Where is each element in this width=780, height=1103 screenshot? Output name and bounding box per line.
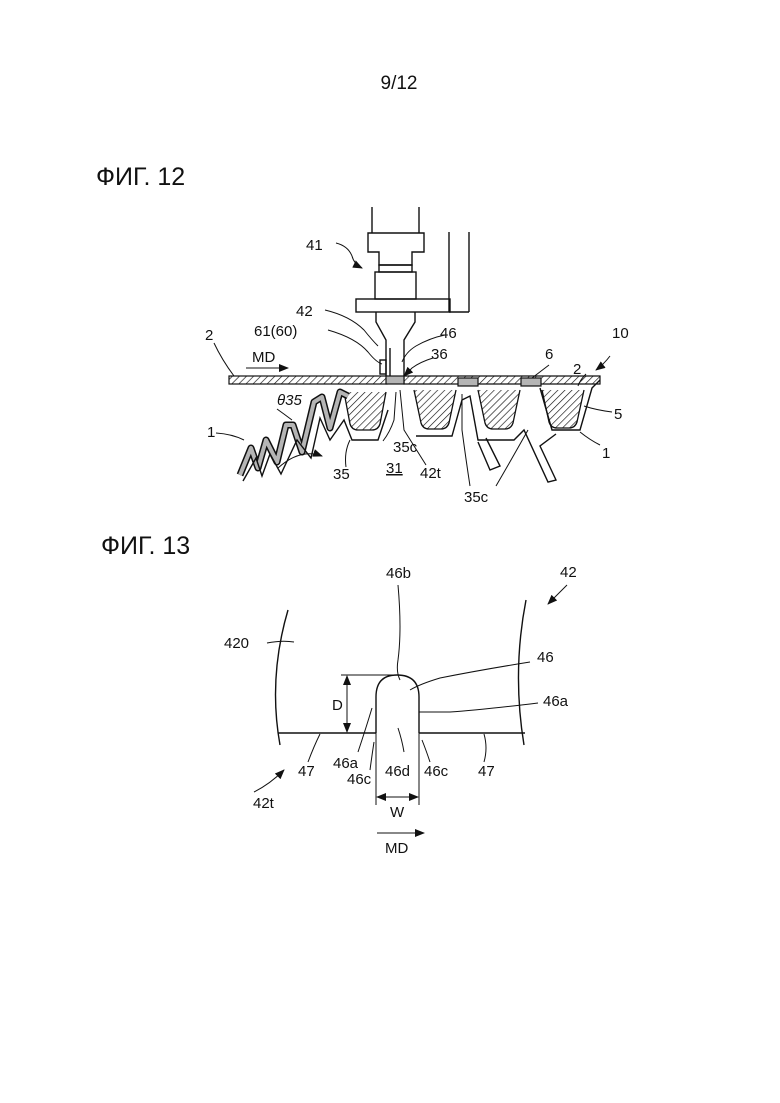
label-46c-right: 46c: [424, 763, 449, 780]
label-theta35: θ35: [277, 392, 302, 409]
label-46: 46: [537, 649, 554, 666]
label-42: 42: [296, 303, 313, 320]
top-sheet: [229, 376, 600, 386]
label-42t: 42t: [253, 795, 275, 812]
label-6: 6: [545, 346, 553, 363]
figure-12: ФИГ. 12: [96, 163, 629, 506]
label-35c-b: 35c: [464, 489, 489, 506]
label-46d: 46d: [385, 763, 410, 780]
label-1-right: 1: [602, 445, 610, 462]
figure-12-title: ФИГ. 12: [96, 163, 185, 191]
figure-13-title: ФИГ. 13: [101, 532, 190, 560]
label-2-right: 2: [573, 361, 581, 378]
label-46: 46: [440, 325, 457, 342]
label-46a-right: 46a: [543, 693, 569, 710]
label-41: 41: [306, 237, 323, 254]
label-47-left: 47: [298, 763, 315, 780]
label-46b: 46b: [386, 565, 411, 582]
label-10: 10: [612, 325, 629, 342]
page-number: 9/12: [381, 73, 418, 94]
label-47-right: 47: [478, 763, 495, 780]
label-420: 420: [224, 635, 249, 652]
label-35c-a: 35c: [393, 439, 418, 456]
label-61: 61(60): [254, 323, 297, 340]
label-46c-left: 46c: [347, 771, 372, 788]
label-D: D: [332, 697, 343, 714]
label-42t: 42t: [420, 465, 442, 482]
label-35: 35: [333, 466, 350, 483]
label-36: 36: [431, 346, 448, 363]
support-frame: [449, 232, 469, 312]
figure-13: ФИГ. 13 46b 42 420: [101, 532, 577, 857]
label-md: MD: [252, 349, 275, 366]
label-W: W: [390, 804, 405, 821]
label-2-left: 2: [205, 327, 213, 344]
label-5: 5: [614, 406, 622, 423]
label-1-left: 1: [207, 424, 215, 441]
label-31: 31: [386, 460, 403, 477]
label-md: MD: [385, 840, 408, 857]
label-42: 42: [560, 564, 577, 581]
label-46a-left: 46a: [333, 755, 359, 772]
